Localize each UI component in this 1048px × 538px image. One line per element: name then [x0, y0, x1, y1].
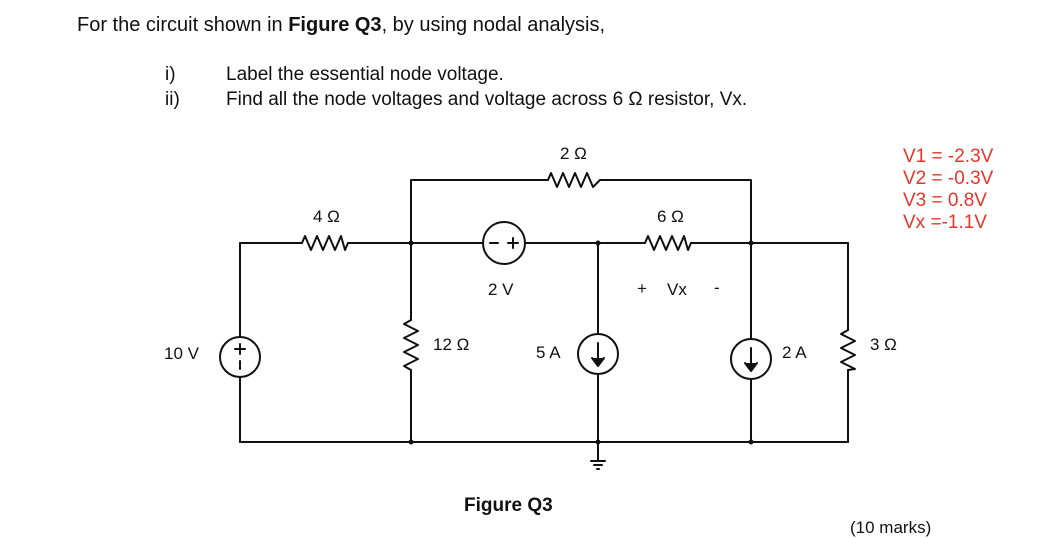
- label-3ohm: 3 Ω: [870, 335, 897, 354]
- current-source-5a: [577, 333, 619, 375]
- question-suffix: , by using nodal analysis,: [381, 14, 606, 36]
- label-vx-minus: -: [714, 278, 720, 297]
- figure-caption: Figure Q3: [464, 495, 553, 516]
- question-text: For the circuit shown in Figure Q3, by u…: [77, 14, 605, 37]
- label-4ohm: 4 Ω: [313, 207, 340, 226]
- resistor-3ohm: [840, 329, 856, 371]
- item-number-1: i): [165, 64, 176, 85]
- question-figure-ref: Figure Q3: [288, 14, 382, 36]
- marks-label: (10 marks): [850, 518, 932, 537]
- item-number-2: ii): [165, 89, 180, 110]
- wires: [239, 179, 849, 462]
- label-12ohm: 12 Ω: [433, 335, 470, 354]
- answer-vx: Vx =-1.1V: [903, 212, 987, 233]
- label-2ohm: 2 Ω: [560, 144, 587, 163]
- ground-icon: [590, 460, 606, 470]
- label-5a: 5 A: [536, 343, 561, 362]
- item-text-1: Label the essential node voltage.: [226, 64, 504, 85]
- resistor-6ohm: [644, 235, 692, 251]
- item-text-2: Find all the node voltages and voltage a…: [226, 89, 748, 110]
- voltage-source-10v: [219, 336, 261, 378]
- resistor-2ohm: [547, 172, 601, 188]
- label-vx: Vx: [667, 280, 687, 299]
- label-2v: 2 V: [488, 280, 514, 299]
- question-prefix: For the circuit shown in: [77, 14, 289, 36]
- resistor-12ohm: [403, 319, 419, 371]
- node-dots: [408, 240, 754, 445]
- label-vx-plus: +: [637, 279, 647, 298]
- voltage-source-2v: [482, 221, 526, 265]
- resistor-4ohm: [301, 235, 349, 251]
- answer-v1: V1 = -2.3V: [903, 146, 994, 167]
- label-6ohm: 6 Ω: [657, 207, 684, 226]
- current-source-2a: [730, 338, 772, 380]
- answer-v2: V2 = -0.3V: [903, 168, 994, 189]
- label-2a: 2 A: [782, 343, 807, 362]
- label-10v: 10 V: [164, 344, 199, 363]
- answers-annotation: V1 = -2.3V V2 = -0.3V V3 = 0.8V Vx =-1.1…: [903, 146, 993, 234]
- answer-v3: V3 = 0.8V: [903, 190, 987, 211]
